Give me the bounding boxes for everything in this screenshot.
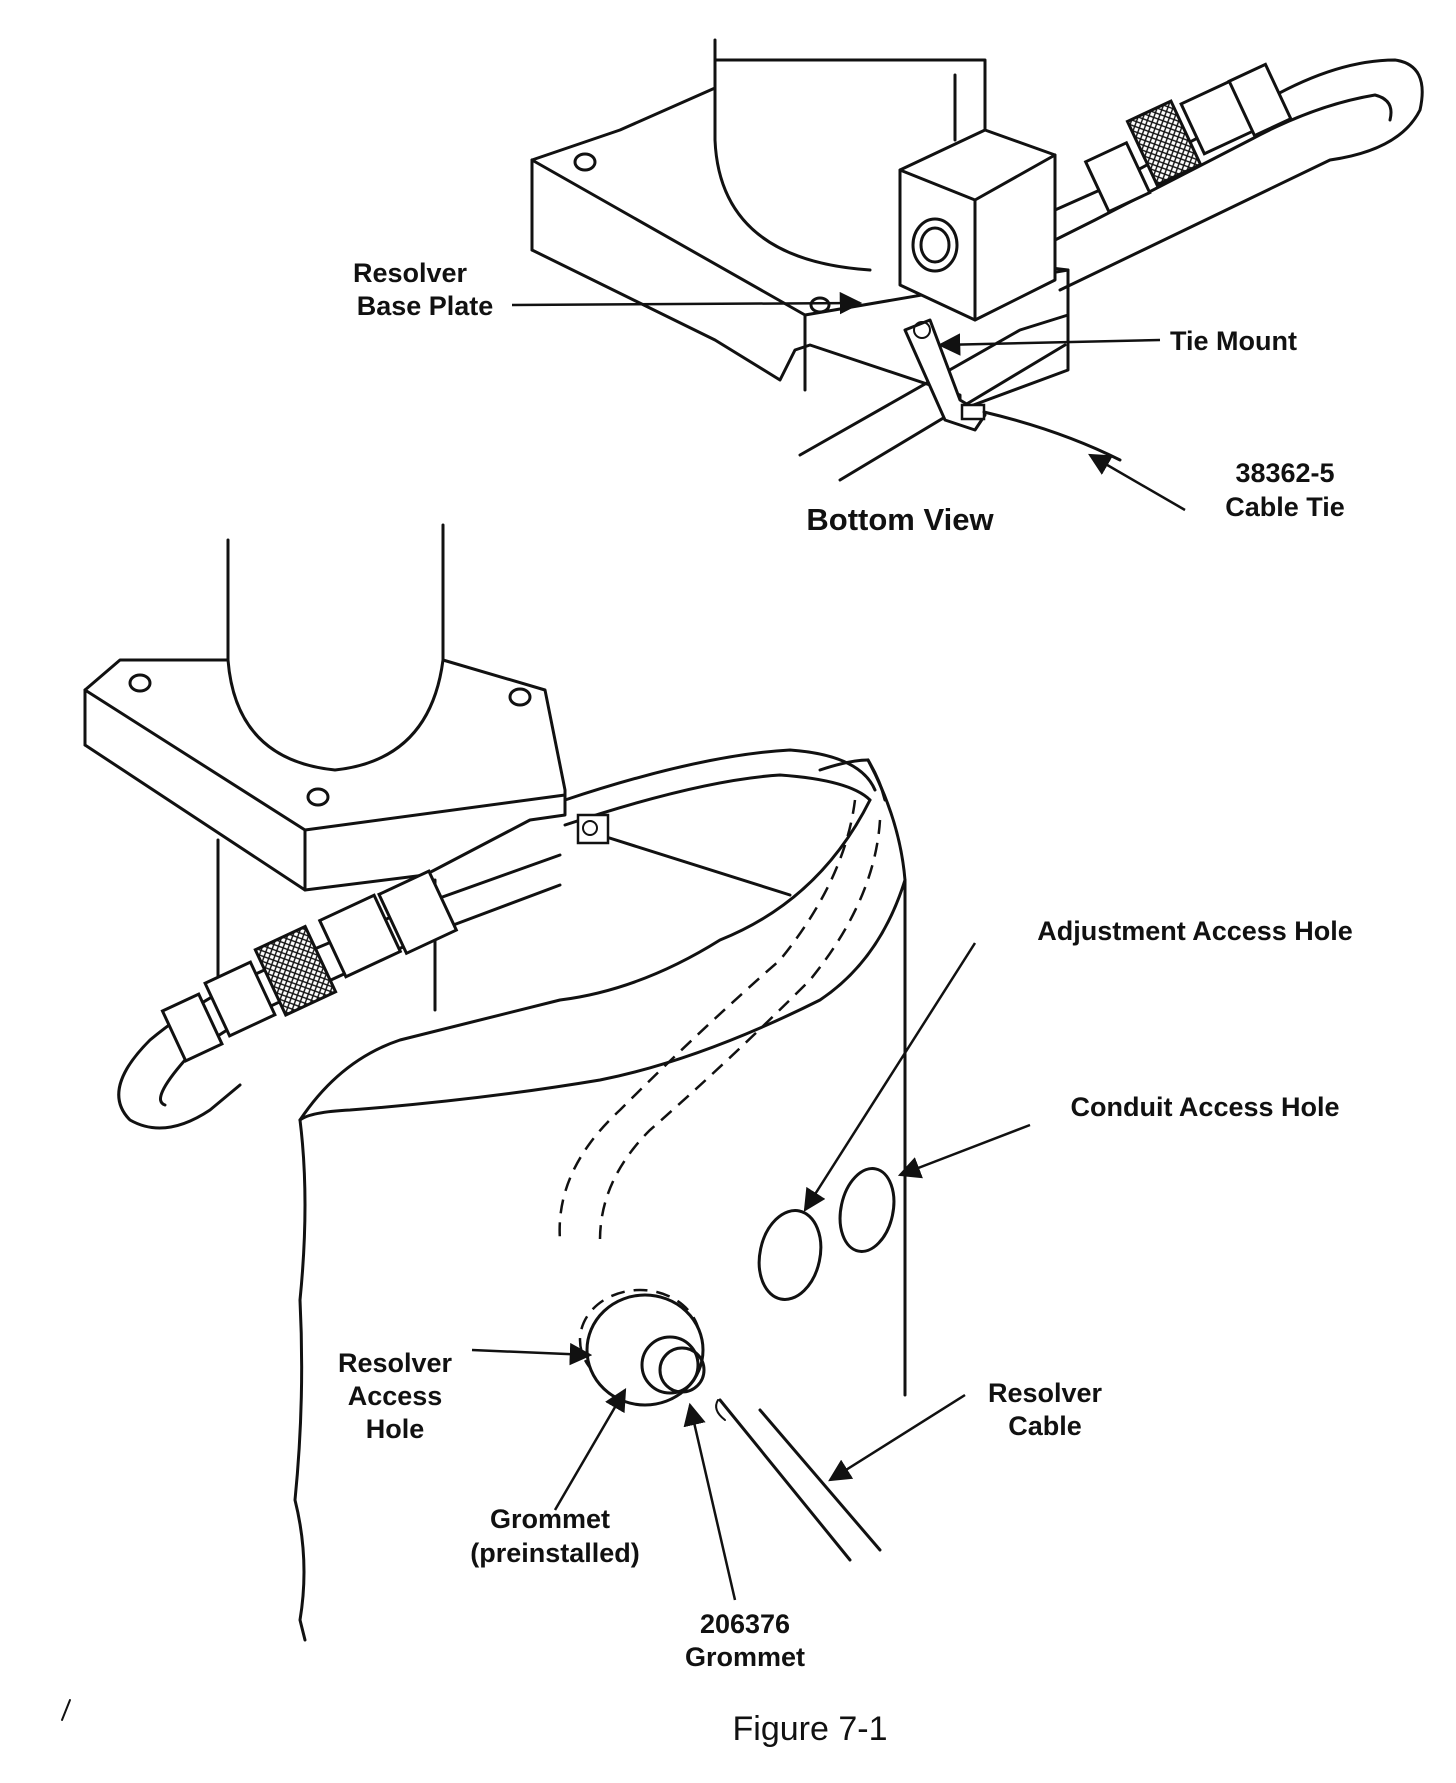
assembly-drawing: [83, 523, 907, 1642]
label-grommet-preinstalled-line1: Grommet: [490, 1504, 610, 1534]
figure-caption: Figure 7-1: [733, 1710, 888, 1748]
scan-mark: [61, 1699, 71, 1721]
bottom-view-drawing: [530, 38, 1424, 482]
label-bottom-view: Bottom View: [806, 502, 994, 537]
resolver-access-hole-leader: [471, 1342, 593, 1366]
label-cable-tie: Cable Tie: [1225, 492, 1345, 522]
label-cable-tie-part: 38362-5: [1235, 458, 1334, 488]
label-resolver-access-hole-line1: Resolver: [338, 1348, 453, 1378]
label-resolver-cable-line1: Resolver: [988, 1378, 1103, 1408]
cable-tie-leader: [1088, 453, 1186, 512]
adjustment-hole-leader: [803, 942, 977, 1212]
grommet-part-leader: [683, 1402, 737, 1601]
grommet-preinstalled-leader: [553, 1388, 627, 1511]
label-grommet-part-line1: 206376: [700, 1609, 790, 1639]
resolver-cable-leader: [828, 1393, 966, 1482]
label-grommet-part-line2: Grommet: [685, 1642, 805, 1672]
conduit-hole-leader: [897, 1123, 1031, 1179]
tie-mount-leader: [937, 333, 1161, 356]
label-resolver-access-hole-line3: Hole: [366, 1414, 425, 1444]
base-plate-leader: [511, 291, 863, 315]
label-resolver-base-plate-line1: Resolver: [353, 258, 468, 288]
label-tie-mount: Tie Mount: [1170, 326, 1297, 356]
label-resolver-base-plate-line2: Base Plate: [357, 291, 494, 321]
label-grommet-preinstalled-line2: (preinstalled): [470, 1538, 640, 1568]
label-resolver-access-hole-line2: Access: [348, 1381, 443, 1411]
label-conduit-access-hole: Conduit Access Hole: [1070, 1092, 1339, 1122]
label-resolver-cable-line2: Cable: [1008, 1411, 1082, 1441]
label-adjustment-access-hole: Adjustment Access Hole: [1037, 916, 1353, 946]
